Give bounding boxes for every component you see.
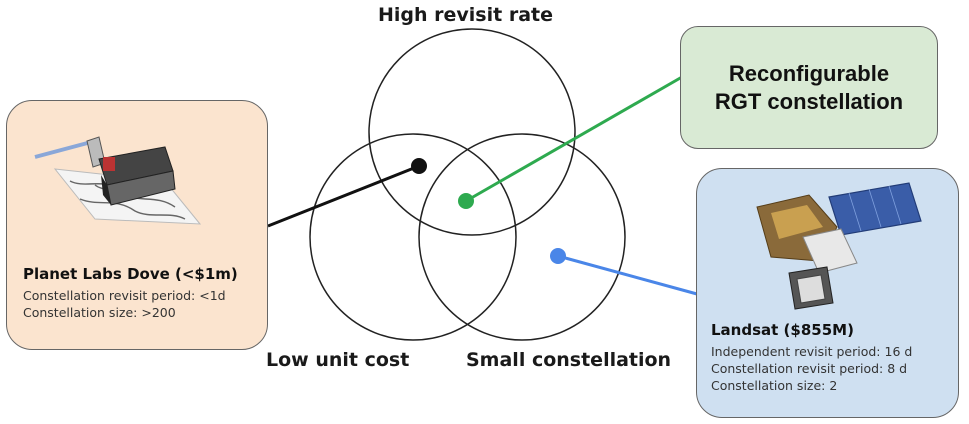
landsat-title: Landsat ($855M) <box>711 321 854 339</box>
landsat-connector-line <box>557 254 698 296</box>
rgt-constellation-label: Reconfigurable RGT constellation <box>714 60 904 114</box>
rgt-connector-line <box>465 75 683 203</box>
label-low-unit-cost: Low unit cost <box>266 349 410 371</box>
venn-circle-high-revisit <box>368 28 576 236</box>
landsat-connector-dot <box>550 248 566 264</box>
dove-connector-dot <box>411 158 427 174</box>
landsat-detail-independent-revisit: Independent revisit period: 16 d <box>711 344 913 359</box>
planet-dove-satellite-image <box>34 136 202 225</box>
planet-dove-detail-revisit: Constellation revisit period: <1d <box>23 288 226 303</box>
planet-dove-title: Planet Labs Dove (<$1m) <box>23 265 238 283</box>
dove-connector-line <box>267 164 420 228</box>
label-high-revisit-rate: High revisit rate <box>378 4 553 26</box>
landsat-box: Landsat ($855M) Independent revisit peri… <box>696 168 959 418</box>
planet-dove-box: Planet Labs Dove (<$1m) Constellation re… <box>6 100 268 350</box>
venn-circle-small-constellation <box>418 133 626 341</box>
venn-circle-low-cost <box>309 133 517 341</box>
landsat-satellite-image <box>756 182 922 310</box>
landsat-detail-constellation-revisit: Constellation revisit period: 8 d <box>711 361 908 376</box>
rgt-connector-dot <box>458 193 474 209</box>
landsat-detail-size: Constellation size: 2 <box>711 378 838 393</box>
planet-dove-detail-size: Constellation size: >200 <box>23 305 176 320</box>
rgt-constellation-box: Reconfigurable RGT constellation <box>680 26 938 149</box>
label-small-constellation: Small constellation <box>466 349 672 371</box>
